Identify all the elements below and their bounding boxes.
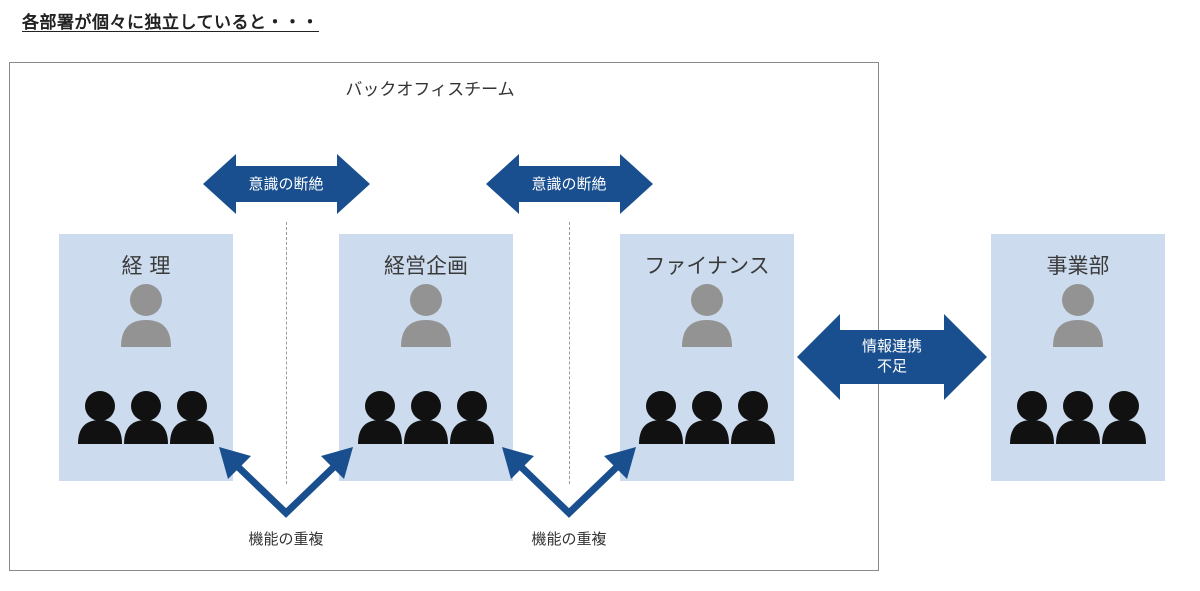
- dept-corporate-planning: 経営企画: [339, 234, 513, 481]
- member-icon: [358, 391, 402, 444]
- manager-icon: [1053, 284, 1103, 347]
- dept-business-unit-label: 事業部: [1046, 254, 1110, 278]
- member-icon: [1056, 391, 1100, 444]
- dept-accounting-people: [78, 284, 214, 444]
- overlap-arrow-left: [230, 459, 342, 518]
- overlap-arrow-right-head-b: [604, 447, 636, 479]
- overlap-arrow-left-head-b: [321, 447, 353, 479]
- dept-finance: ファイナンス: [620, 234, 794, 481]
- member-icon: [1010, 391, 1054, 444]
- backoffice-team-frame: [9, 62, 879, 571]
- manager-icon: [682, 284, 732, 347]
- disconnect-arrow-left: [203, 154, 370, 214]
- member-icon: [685, 391, 729, 444]
- disconnect-label-left: 意識の断絶: [248, 175, 324, 193]
- overlap-arrow-left-head-a: [219, 447, 251, 479]
- member-icon: [450, 391, 494, 444]
- dept-business-unit: 事業部: [991, 234, 1165, 481]
- overlap-arrow-right-head-a: [502, 447, 534, 479]
- member-icon: [170, 391, 214, 444]
- info-link-label-line1: 情報連携: [861, 337, 922, 355]
- member-icon: [78, 391, 122, 444]
- member-icon: [1102, 391, 1146, 444]
- manager-icon: [121, 284, 171, 347]
- dashed-divider-left: [286, 222, 287, 484]
- member-icon: [731, 391, 775, 444]
- dashed-divider-right: [569, 222, 570, 484]
- dept-finance-people: [639, 284, 775, 444]
- info-link-arrow: [797, 314, 987, 400]
- dept-finance-label: ファイナンス: [644, 254, 770, 278]
- page-title: 各部署が個々に独立していると・・・: [22, 13, 319, 33]
- member-icon: [404, 391, 448, 444]
- info-link-label-line2: 不足: [876, 357, 907, 375]
- info-link-label: 情報連携 不足: [832, 336, 952, 376]
- disconnect-arrow-right: [486, 154, 653, 214]
- dept-corporate-planning-label: 経営企画: [384, 254, 468, 278]
- dept-accounting-label: 経 理: [121, 254, 171, 278]
- dept-business-unit-people: [1010, 284, 1146, 444]
- member-icon: [124, 391, 168, 444]
- member-icon: [639, 391, 683, 444]
- overlap-arrow-right: [513, 459, 625, 518]
- backoffice-team-label: バックオフィスチーム: [345, 80, 515, 100]
- overlap-label-right: 機能の重複: [531, 530, 607, 548]
- overlap-label-left: 機能の重複: [248, 530, 324, 548]
- dept-accounting: 経 理: [59, 234, 233, 481]
- manager-icon: [401, 284, 451, 347]
- disconnect-label-right: 意識の断絶: [531, 175, 607, 193]
- dept-corporate-planning-people: [358, 284, 494, 444]
